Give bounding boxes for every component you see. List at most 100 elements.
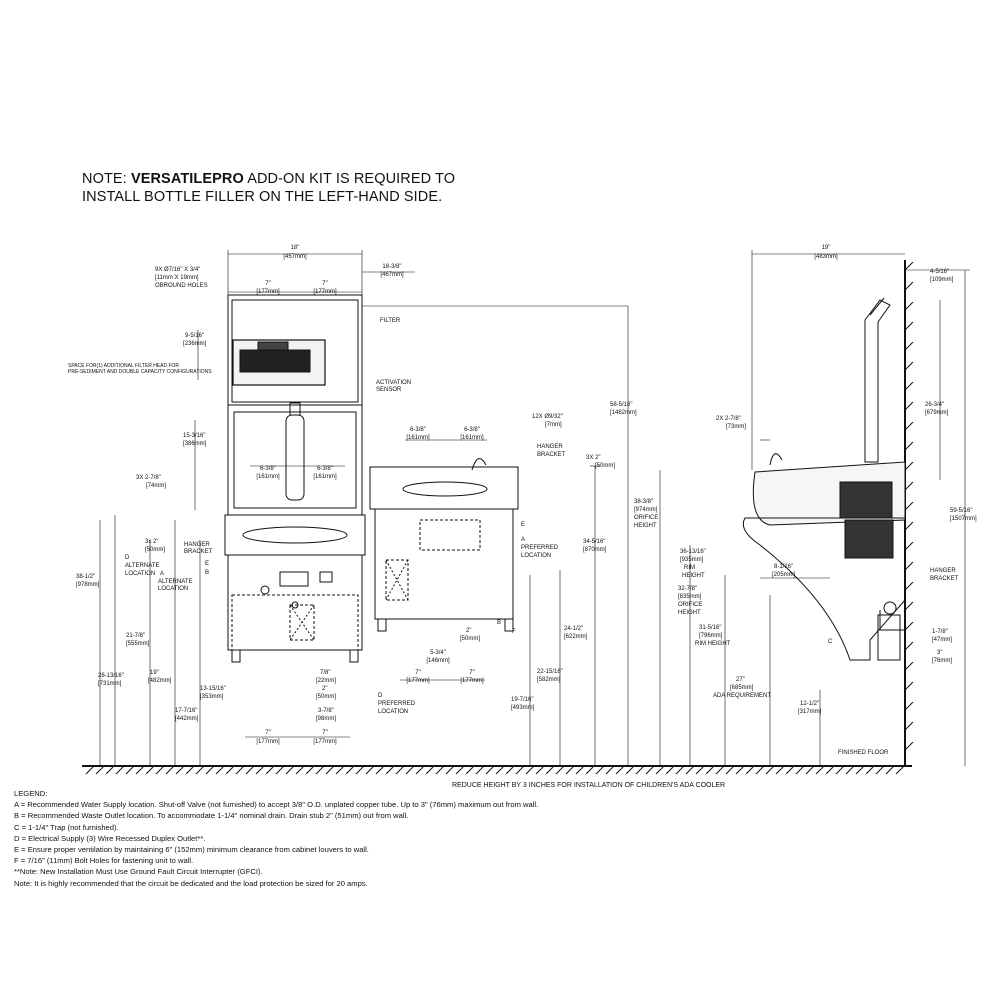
mid-b-label: B [497,620,501,626]
dim-21-7-8: 21-7/8" [126,633,145,639]
legend-title: LEGEND: [14,789,48,798]
mid-dim-6-3-8-b: 6-3/8" [464,427,480,433]
dim-38-1-2: 38-1/2" [76,574,95,580]
note-product: VERSATILEPRO [130,171,244,187]
dim-bottom-7-left-mm: [177mm] [256,739,280,745]
legend: LEGEND: A = Recommended Water Supply loc… [14,788,774,889]
d-location-label: LOCATION [125,571,155,577]
dim-17-7-16-mm: [442mm] [175,716,199,722]
dim-24-1-2-mm: [622mm] [564,634,588,640]
dim-13-15-16-mm: [353mm] [200,694,224,700]
dim-15-3-16-mm: [386mm] [183,441,207,447]
dim-2x-2-7-8-mm: [73mm] [726,424,746,430]
dim-1-7-8: 1-7/8" [932,629,948,635]
d-alt-label: ALTERNATE [125,563,159,569]
dim-17-7-16: 17-7/16" [175,708,197,714]
dim-6-3-8-b-mm: [161mm] [313,474,337,480]
dim-6-3-8-a: 6-3/8" [260,466,276,472]
dim-19: 19" [150,670,159,676]
mid-dim-6-3-8-a: 6-3/8" [410,427,426,433]
b-label: B [205,570,209,576]
hanger-label: HANGER [184,542,210,548]
mid-a-location: LOCATION [521,553,551,559]
kit-note: NOTE: VERSATILEPRO ADD-ON KIT IS REQUIRE… [82,170,455,206]
dim-7-right: 7" [322,281,327,287]
dim-18-3-8-mm: [467mm] [380,272,404,278]
dim-3-7-8: 3-7/8" [318,708,334,714]
dim-19-mm: [482mm] [148,678,172,684]
mid-dim-3x-2: 3X 2" [586,455,600,461]
mid-bracket-label: BRACKET [537,452,566,458]
mid-holes-callout-mm: [7mm] [545,422,562,428]
mid-d-preferred: PREFERRED [378,701,416,707]
dim-26-3-4: 26-3/4" [925,402,944,408]
dim-6-3-8-b: 6-3/8" [317,466,333,472]
dim-18: 18" [291,245,300,251]
sensor-label: SENSOR [376,387,402,393]
side-bracket-label: BRACKET [930,576,959,582]
dim-7-left-mm: [177mm] [256,289,280,295]
holes-callout-desc: OBROUND HOLES [155,283,208,289]
dim-59-5-16-mm: [1507mm] [950,516,977,522]
dim-28-13-16: 28-13/16" [98,673,124,679]
legend-item-a: A = Recommended Water Supply location. S… [14,800,539,810]
dim-32-7-8-mm: [835mm] [678,594,702,600]
finished-floor-label: FINISHED FLOOR [838,750,889,756]
legend-note-circuit: Note: It is highly recommended that the … [14,878,368,888]
dim-bottom-7-right: 7" [322,730,327,736]
a-location-label: LOCATION [158,586,188,592]
mid-dim-bottom-7-left: 7" [415,670,420,676]
dim-7-8-mm: [22mm] [316,678,336,684]
side-dim-19-mm: [483mm] [814,254,838,260]
dim-18-3-8: 18-3/8" [382,264,401,270]
side-hanger-label: HANGER [930,568,956,574]
bracket-label: BRACKET [184,549,213,555]
side-view-labels: 19" [483mm] 4-5/16" [109mm] 26-3/4" [679… [634,245,977,756]
space-note-line2: PRE-SEDIMENT AND DOUBLE CAPACITY CONFIGU… [68,369,212,375]
kit-note-line1: NOTE: VERSATILEPRO ADD-ON KIT IS REQUIRE… [82,170,455,188]
d-label: D [125,555,130,561]
orifice-label-2: ORIFICE [678,602,702,608]
dim-27: 27" [736,677,745,683]
dim-12-1-2-mm: [317mm] [798,709,822,715]
dim-3x-2: 3x 2" [145,539,158,545]
kit-note-line2: INSTALL BOTTLE FILLER ON THE LEFT-HAND S… [82,189,443,205]
mid-a-label: A [521,537,525,543]
dim-bottom-7-left: 7" [265,730,270,736]
dim-7-8: 7/8" [320,670,330,676]
dim-3-mm: [76mm] [932,658,952,664]
dim-59-5-16: 59-5/16" [950,508,972,514]
e-label: E [205,561,209,567]
dim-22-15-16: 22-15/16" [537,669,563,675]
dim-31-5-16-mm: [796mm] [699,633,723,639]
a-label: A [160,571,164,577]
height-label-3: HEIGHT [678,610,701,616]
dim-38-1-2-mm: [978mm] [76,582,100,588]
dim-3-7-8-mm: [98mm] [316,716,336,722]
legend-item-e: E = Ensure proper ventilation by maintai… [14,845,369,855]
side-dim-19: 19" [822,245,831,251]
mid-hanger-label: HANGER [537,444,563,450]
legend-note-gfci: **Note: New Installation Must Use Ground… [14,867,263,877]
mid-dim-6-3-8-a-mm: [161mm] [406,435,430,441]
dim-4-5-16-mm: [109mm] [930,277,954,283]
space-note-line1: SPACE FOR(1) ADDITIONAL FILTER HEAD FOR [68,363,179,369]
dim-31-5-16: 31-5/16" [699,625,721,631]
legend-item-d: D = Electrical Supply (3) Wire Recessed … [14,833,206,843]
dim-22-15-16-mm: [582mm] [537,677,561,683]
legend-item-b: B = Recommended Waste Outlet location. T… [14,811,409,821]
dim-8-1-16-mm: [205mm] [772,572,796,578]
rim-label: RIM [684,565,695,571]
dim-3x-2-mm: [50mm] [145,547,165,553]
dim-18-mm: [457mm] [283,254,307,260]
mid-view-labels: 18-3/8" [467mm] 58-5/16" [1482mm] 6-3/8"… [378,264,637,715]
dim-2-mm: [50mm] [316,694,336,700]
dim-12-1-2: 12-1/2" [800,701,819,707]
dim-2: 2" [322,686,327,692]
mid-dim-bottom-7-right: 7" [469,670,474,676]
mid-a-preferred: PREFERRED [521,545,559,551]
rim-height-label: RIM HEIGHT [695,641,731,647]
mid-dim-2-mm: [50mm] [460,636,480,642]
legend-item-c: C = 1-1/4" Trap (not furnished). [14,822,119,832]
dim-38-3-8-mm: [974mm] [634,507,658,513]
